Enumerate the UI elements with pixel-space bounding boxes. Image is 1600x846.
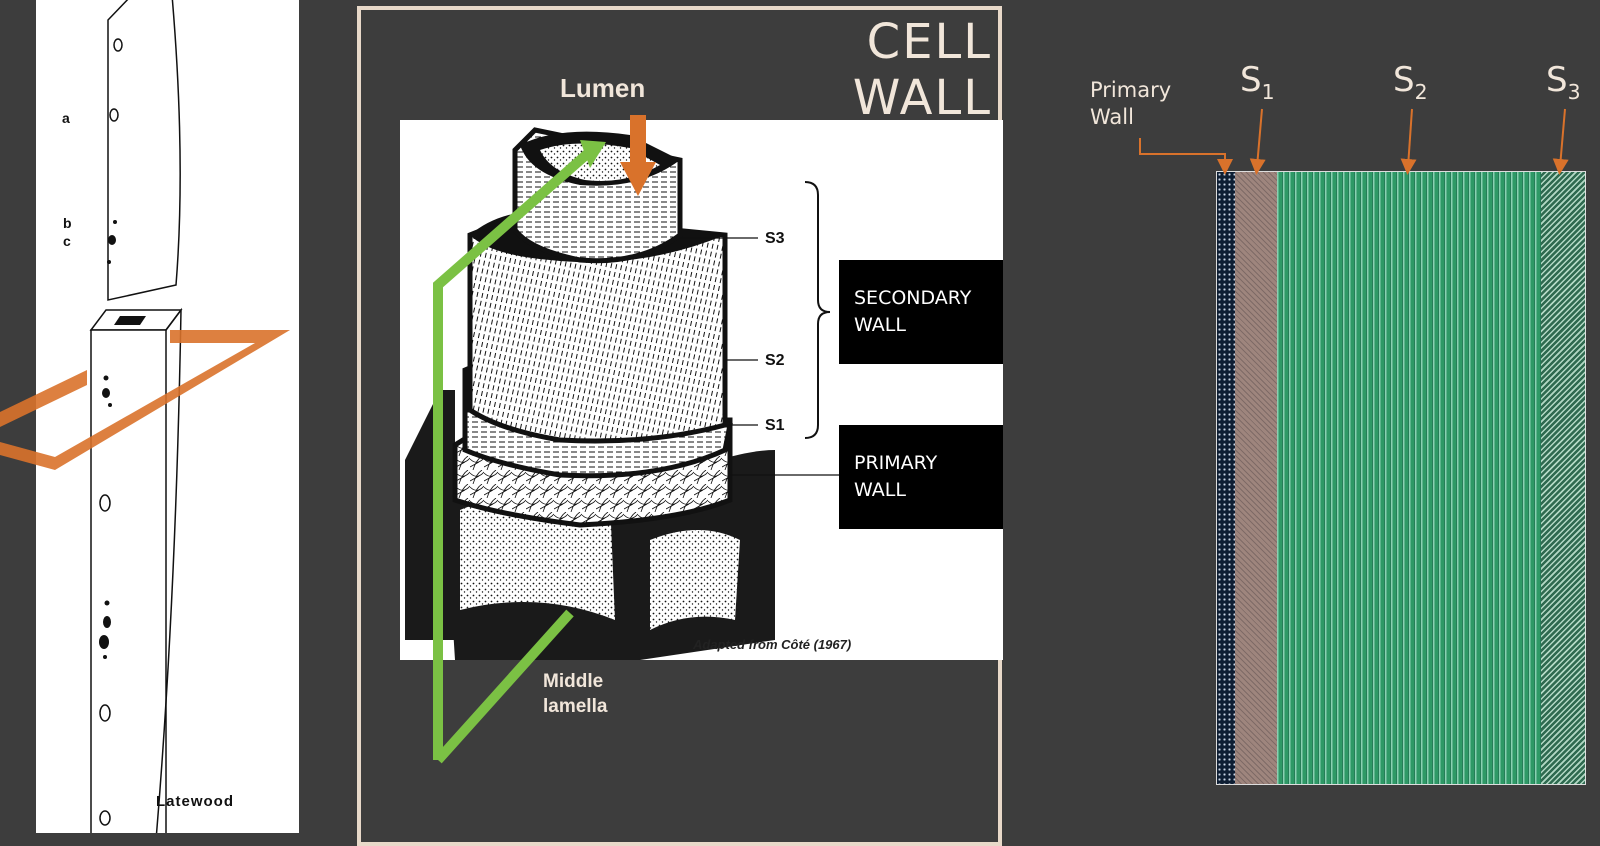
pit-mark (99, 704, 111, 722)
label-a: a (62, 110, 70, 126)
middle-lamella-line1: Middle (543, 671, 604, 692)
s2-label: S2 (765, 352, 785, 369)
pit-mark (109, 108, 119, 122)
label-b: b (63, 215, 72, 231)
pit-mark (103, 655, 107, 659)
primary-wall-label-box: PRIMARY WALL (839, 425, 1003, 529)
pit-mark (103, 616, 111, 628)
pit-mark (102, 388, 110, 398)
fiber-illustration: a b c Latewood (62, 0, 234, 833)
s2-layer-label: S2 (1393, 60, 1428, 104)
primary-wall-layer-label-line1: Primary (1090, 78, 1172, 102)
pit-mark (99, 810, 111, 826)
cell-wall-figure: S3 S2 S1 (400, 120, 1003, 660)
primary-wall-pointer (1139, 138, 1233, 175)
s1-band (1235, 172, 1277, 784)
figure-credit: Adapted from Côté (1967) (693, 637, 852, 652)
pit-mark (108, 403, 112, 407)
primary-wall-layer-label: Primary Wall (1090, 77, 1171, 131)
label-latewood: Latewood (156, 793, 234, 810)
fiber-lower-segment (90, 329, 167, 833)
secondary-wall-label-box: SECONDARY WALL (839, 260, 1003, 364)
fiber-lumen-opening (114, 316, 146, 325)
fiber-upper-segment (107, 0, 181, 301)
secondary-wall-brace (804, 181, 831, 439)
pit-mark (103, 375, 109, 381)
pit-mark (99, 635, 109, 649)
pit-mark (104, 600, 110, 606)
neighbor-cell-lumen (650, 530, 740, 630)
pit-mark (99, 494, 111, 512)
s3-band (1541, 172, 1585, 784)
label-c: c (63, 233, 71, 249)
secondary-wall-line2: WALL (854, 314, 906, 336)
s1-label: S1 (765, 417, 785, 434)
s3-layer-label: S3 (1546, 60, 1581, 104)
middle-lamella-label: Middle lamella (543, 669, 607, 719)
middle-lamella-line2: lamella (543, 696, 608, 717)
primary-wall-layer-label-line2: Wall (1090, 105, 1134, 129)
primary-wall-band (1217, 172, 1235, 784)
s1-layer-label: S1 (1240, 60, 1275, 104)
pit-mark (113, 38, 123, 52)
secondary-wall-line1: SECONDARY (854, 287, 972, 309)
primary-wall-line1: PRIMARY (854, 452, 938, 474)
s3-pointer (1552, 108, 1569, 175)
primary-wall-line2: WALL (854, 479, 906, 501)
s2-pointer (1400, 108, 1417, 175)
s2-band (1277, 172, 1541, 784)
lumen-label: Lumen (560, 73, 646, 103)
s1-pointer (1249, 108, 1266, 175)
s3-label: S3 (765, 230, 785, 247)
cell-wall-illustration: S3 S2 S1 (405, 127, 840, 660)
pit-mark (113, 220, 117, 224)
pit-mark (107, 260, 111, 264)
fiber-drawing-panel: a b c Latewood (36, 0, 299, 833)
page-title: CELL WALL (852, 14, 992, 126)
pit-mark (108, 235, 116, 245)
wall-layer-diagram (1216, 171, 1586, 785)
